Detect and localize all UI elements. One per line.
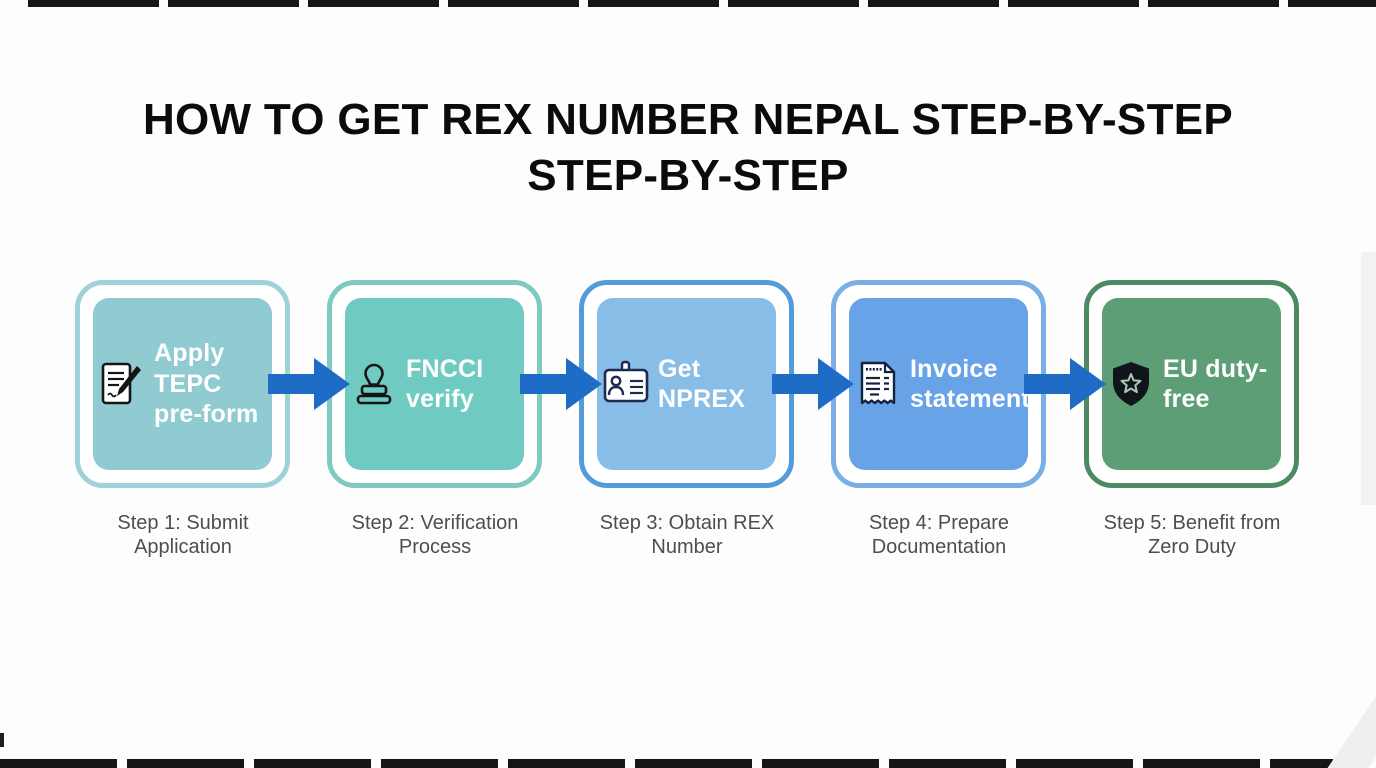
page-title-line2: STEP-BY-STEP <box>527 151 849 201</box>
step-caption-1: Step 1: Submit Application <box>117 512 249 559</box>
arrow-step3-to-step4 <box>772 358 854 410</box>
top-edge-artifact <box>28 0 1376 7</box>
id-card-icon <box>601 359 651 409</box>
step-card-5-label: EU duty-free <box>1163 354 1268 414</box>
stamp-icon <box>349 359 399 409</box>
step-card-2: FNCCI verify <box>327 280 542 488</box>
step-card-1-body: Apply TEPC pre-form <box>93 298 272 470</box>
step-card-2-label: FNCCI verify <box>406 354 484 414</box>
step-card-5-body: EU duty-free <box>1102 298 1281 470</box>
left-edge-artifact <box>0 733 4 747</box>
right-edge-artifact <box>1361 252 1376 505</box>
step-card-2-body: FNCCI verify <box>345 298 524 470</box>
step-card-4: Invoice statement <box>831 280 1046 488</box>
step-card-3: Get NPREX <box>579 280 794 488</box>
arrow-step1-to-step2 <box>268 358 350 410</box>
page-title: HOW TO GET REX NUMBER NEPAL STEP-BY-STEP… <box>0 92 1376 205</box>
page-title-line1: HOW TO GET REX NUMBER NEPAL STEP-BY-STEP <box>142 95 1234 144</box>
step-caption-3: Step 3: Obtain REX Number <box>599 512 775 559</box>
step-card-3-label: Get NPREX <box>658 354 746 414</box>
arrow-step2-to-step3 <box>520 358 602 410</box>
step-card-1-label: Apply TEPC pre-form <box>154 339 259 429</box>
step-card-3-body: Get NPREX <box>597 298 776 470</box>
step-card-1: Apply TEPC pre-form <box>75 280 290 488</box>
step-card-4-label: Invoice statement <box>910 354 1030 414</box>
step-caption-2: Step 2: Verification Process <box>351 512 519 559</box>
step-caption-5: Step 5: Benefit from Zero Duty <box>1103 512 1281 559</box>
step-caption-4: Step 4: Prepare Documentation <box>868 512 1010 559</box>
step-card-5: EU duty-free <box>1084 280 1299 488</box>
bottom-edge-artifact <box>0 759 1333 768</box>
shield-star-icon <box>1106 359 1156 409</box>
corner-streak-artifact <box>1322 667 1376 768</box>
document-pen-icon <box>97 359 147 409</box>
arrow-step4-to-step5 <box>1024 358 1106 410</box>
invoice-icon <box>853 359 903 409</box>
step-card-4-body: Invoice statement <box>849 298 1030 470</box>
